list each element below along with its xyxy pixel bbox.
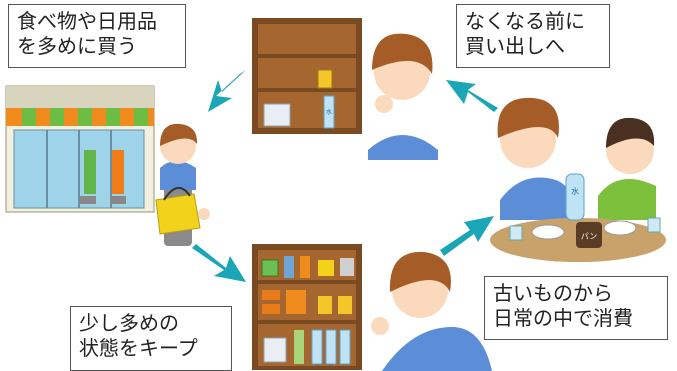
arrow-to-store — [208, 70, 246, 112]
caption-buy-extra-line2: を多めに買う — [17, 34, 137, 58]
caption-keep-stock: 少し多めの 状態をキープ — [70, 306, 232, 371]
thinking-woman-illustration — [368, 33, 438, 160]
caption-buy-extra-line1: 食べ物や日用品 — [17, 9, 157, 33]
bread-can-label: パン — [581, 232, 597, 241]
caption-consume-oldest: 古いものから 日常の中で消費 — [484, 276, 668, 340]
caption-restock-line2: 買い出しへ — [465, 34, 565, 58]
bottom-shelf-illustration — [252, 244, 362, 370]
shopper-woman-illustration — [155, 123, 210, 246]
arrow-to-top-shelf — [446, 80, 498, 112]
arrow-to-family — [440, 216, 494, 256]
store-illustration — [5, 85, 155, 213]
top-shelf-water-label: 水 — [326, 108, 332, 116]
caption-keep-stock-line1: 少し多めの — [79, 311, 179, 335]
top-shelf-illustration: 水 — [252, 18, 362, 134]
arrow-to-bottom-shelf — [192, 244, 246, 282]
caption-buy-extra: 食べ物や日用品 を多めに買う — [8, 4, 186, 68]
confident-woman-illustration — [371, 251, 492, 371]
caption-restock: なくなる前に 買い出しへ — [456, 4, 610, 68]
family-eating-illustration: 水 パン — [490, 97, 666, 262]
family-water-label: 水 — [571, 186, 579, 196]
caption-restock-line1: なくなる前に — [465, 9, 585, 33]
caption-consume-oldest-line1: 古いものから — [493, 281, 613, 305]
cycle-arrows — [192, 70, 498, 282]
caption-keep-stock-line2: 状態をキープ — [79, 336, 198, 360]
caption-consume-oldest-line2: 日常の中で消費 — [493, 306, 633, 330]
